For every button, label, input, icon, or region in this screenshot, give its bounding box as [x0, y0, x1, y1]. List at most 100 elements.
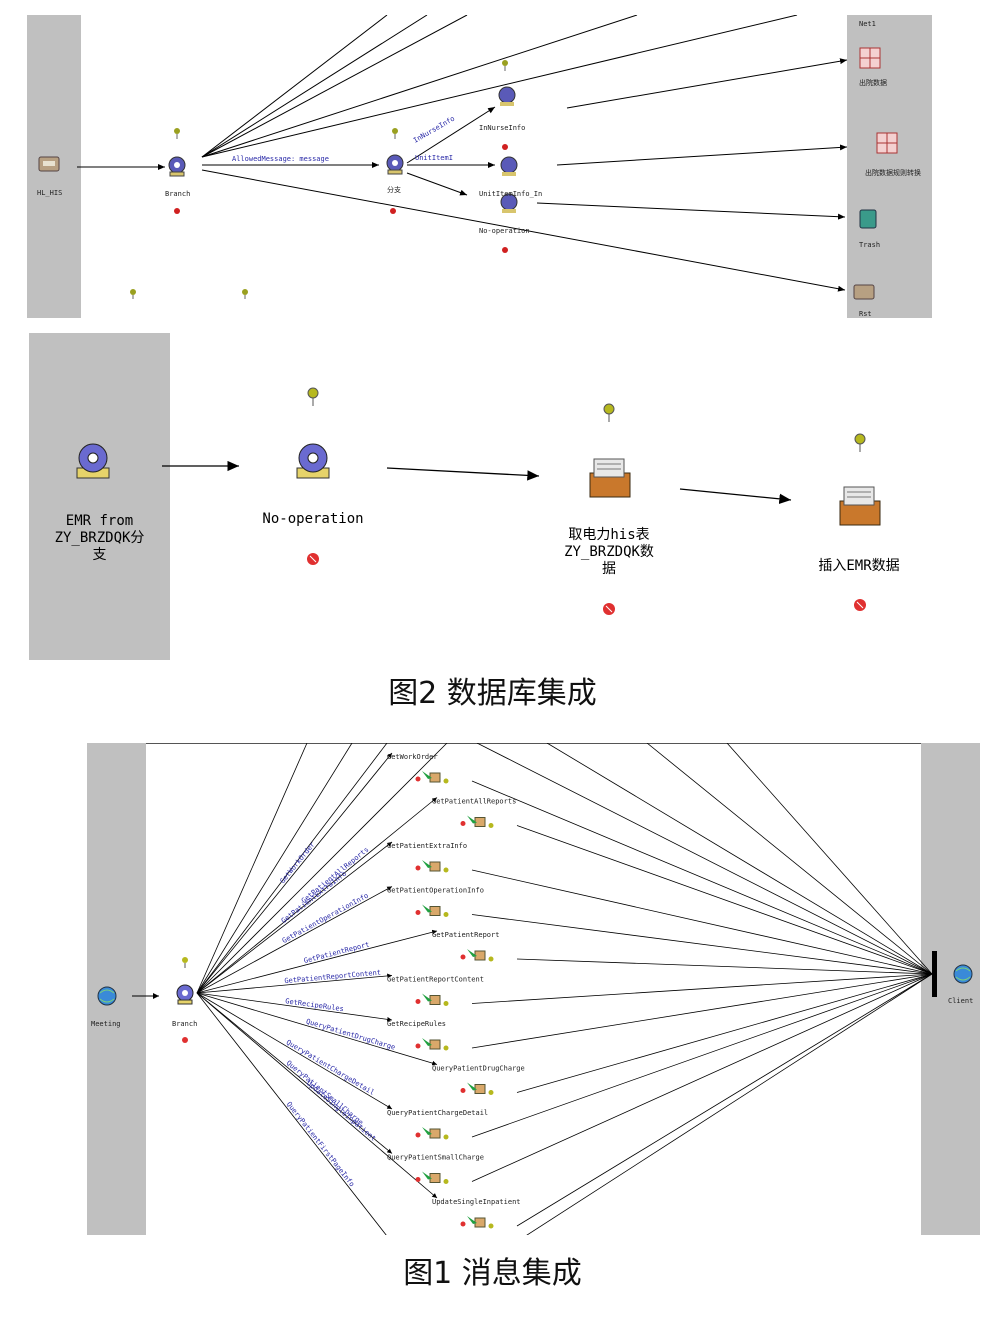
pin-icon: [392, 128, 398, 139]
service-label: QueryPatientChargeDetail: [387, 1109, 488, 1117]
right-2-label: 出院数据规则转换: [865, 168, 921, 177]
link-label: GetWorkOrder: [279, 841, 317, 885]
link-label: GetRecipeRules: [285, 997, 345, 1013]
fan-line: [196, 886, 393, 994]
workflow-panel-top: AllowedMessage: message InNurseInfo Unit…: [27, 15, 932, 318]
fan-line: [196, 743, 353, 994]
client-lane: [921, 743, 980, 1235]
fan-line: [196, 752, 393, 994]
service-node-icon: [460, 1216, 494, 1229]
meeting-lane: [87, 743, 146, 1235]
right-top-label: Net1: [859, 20, 876, 28]
fan-line: [516, 973, 933, 1093]
db-connectors: [76, 387, 881, 615]
service-node-icon: [415, 771, 449, 784]
right-grid-icon-1: [859, 47, 881, 69]
fan-line: [196, 973, 393, 994]
fetch-database-icon: [589, 458, 631, 498]
fan-line: [196, 992, 393, 1154]
service-label: UpdateSingleInpatient: [432, 1198, 521, 1206]
service-label: GetPatientAllReports: [432, 798, 516, 806]
branch-gear-icon: [168, 156, 186, 177]
service-node-icon: [415, 904, 449, 917]
fan-line: [471, 869, 933, 975]
client-join-bar: [932, 951, 937, 997]
link-b-label: UnitItemI: [415, 154, 453, 162]
pin-icon: [854, 433, 866, 452]
target-c-icon: [500, 193, 518, 213]
fan-line: [516, 825, 933, 975]
pin-icon: [182, 957, 188, 968]
hl-his-icon: [38, 156, 60, 172]
error-icon: [603, 603, 615, 615]
insert-database-icon: [839, 486, 881, 526]
fan-line: [196, 929, 438, 994]
fan-line: [196, 992, 438, 1066]
pin-icon: [174, 128, 180, 139]
pin-icon: [603, 403, 615, 422]
error-icon: [390, 208, 396, 214]
rst-icon: [853, 284, 875, 300]
target-b-label: UnitItemInfo_In: [479, 190, 542, 198]
pin-icon: [502, 60, 508, 71]
fan-line: [471, 973, 933, 1004]
noop-label: No-operation: [262, 511, 364, 527]
fan-line: [726, 743, 933, 975]
service-node-icon: [460, 949, 494, 962]
service-node-icon: [415, 1171, 449, 1184]
service-label: GetPatientOperationInfo: [387, 887, 484, 895]
right-3-label: Trash: [859, 241, 880, 249]
link-label: QueryPatientDrugCharge: [305, 1018, 396, 1052]
source-label: EMR from ZY_BRZDQK分 支: [54, 513, 145, 563]
target-c-label: No-operation: [479, 227, 530, 235]
fan-line: [516, 973, 933, 1227]
fan-line: [526, 973, 933, 1235]
link-label: GetPatientOperationInfo: [281, 892, 370, 945]
fan-line: [471, 780, 933, 975]
fan-line: [196, 992, 393, 1022]
service-label: GetPatientReport: [432, 931, 499, 939]
insert-label: 插入EMR数据: [818, 558, 900, 574]
fan-line: [196, 743, 448, 994]
branch-label: Branch: [172, 1020, 197, 1028]
service-label: GetPatientExtraInfo: [387, 842, 467, 850]
fan-line: [196, 797, 438, 994]
fan-line: [646, 743, 933, 975]
link-a-label: InNurseInfo: [412, 115, 456, 145]
service-label: QueryPatientDrugCharge: [432, 1065, 525, 1073]
link-label: GetPatientReportContent: [284, 968, 381, 985]
service-label: GetPatientReportContent: [387, 976, 484, 984]
fan-line: [471, 914, 933, 975]
fan-line: [196, 992, 438, 1199]
client-label: Client: [948, 997, 973, 1005]
service-node-icon: [415, 1038, 449, 1051]
error-icon: [502, 247, 508, 253]
fan-line: [196, 992, 387, 1235]
noop-gear-icon: [296, 443, 330, 479]
fetch-label: 取电力his表 ZY_BRZDQK数 据: [564, 527, 654, 577]
fan-line: [516, 958, 933, 975]
error-icon: [502, 144, 508, 150]
target-b-icon: [500, 156, 518, 176]
service-node-icon: [460, 1082, 494, 1095]
service-node-icon: [415, 860, 449, 873]
caption-msg: 图1 消息集成: [403, 1256, 582, 1291]
fan-line: [196, 743, 388, 994]
target-a-icon: [498, 86, 516, 106]
error-icon: [854, 599, 866, 611]
link-main-label: AllowedMessage: message: [232, 155, 329, 163]
right-4-label: Rst: [859, 310, 872, 318]
error-icon: [307, 553, 319, 565]
fan-line: [476, 743, 933, 975]
target-a-label: InNurseInfo: [479, 124, 525, 132]
fan-line: [196, 992, 393, 1110]
fan-line: [471, 973, 933, 1138]
meeting-label: Meeting: [91, 1020, 121, 1028]
service-label: GetWorkOrder: [387, 753, 438, 761]
fan-line: [196, 743, 308, 994]
hl-his-label: HL_HIS: [37, 189, 62, 197]
source-lane: [29, 333, 170, 660]
error-icon: [182, 1037, 188, 1043]
fan-line: [471, 973, 933, 1182]
